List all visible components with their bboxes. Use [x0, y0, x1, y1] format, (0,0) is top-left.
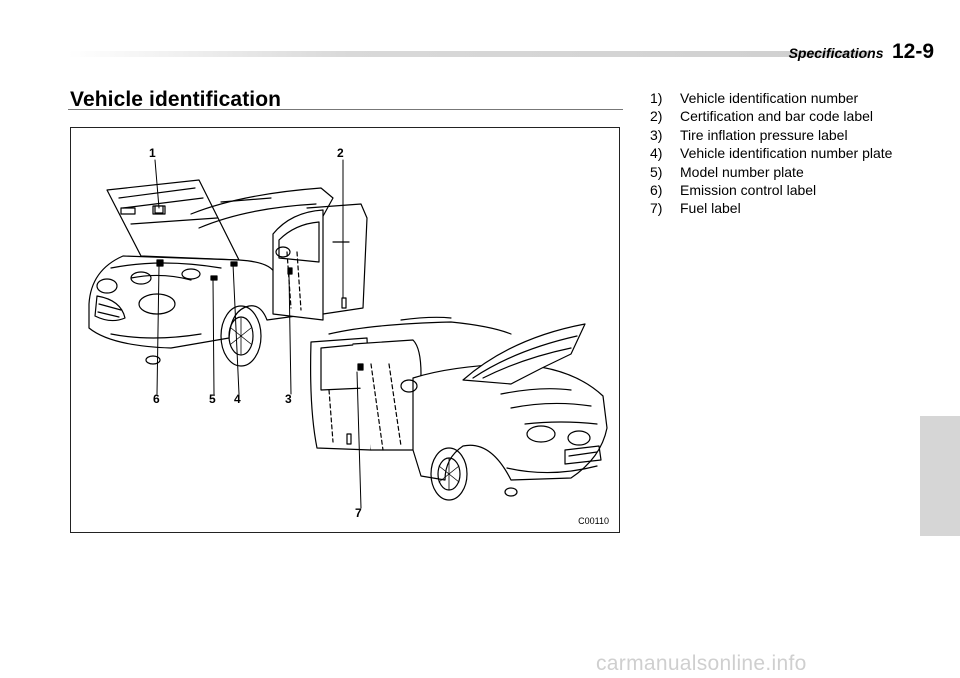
callout-5: 5 [209, 392, 216, 406]
header-rule [68, 51, 868, 57]
legend-item: 2) Certification and bar code label [650, 107, 892, 125]
legend-item: 1) Vehicle identification number [650, 89, 892, 107]
legend-number: 1) [650, 90, 663, 106]
legend-text: Fuel label [680, 200, 741, 217]
callout-1: 1 [149, 146, 156, 160]
legend-number: 2) [650, 108, 663, 125]
page-number: 12-9 [891, 40, 934, 63]
title-underline [68, 109, 623, 110]
legend-number: 6) [650, 182, 663, 199]
legend-text: Vehicle identification number [680, 90, 859, 106]
legend-text: Model number plate [680, 163, 804, 180]
vehicle-illustration [88, 159, 608, 509]
legend-number: 7) [650, 200, 663, 217]
callout-6: 6 [153, 392, 160, 406]
callout-3: 3 [285, 392, 292, 406]
legend-item: 4) Vehicle identification number plate [650, 144, 892, 162]
callout-4: 4 [234, 392, 241, 406]
callout-leaders [154, 159, 362, 509]
legend-number: 3) [650, 126, 663, 143]
legend-item: 3) Tire inflation pressure label [650, 126, 892, 144]
legend-item: 6) Emission control label [650, 181, 892, 199]
chapter-thumb-tab [920, 416, 960, 536]
watermark: carmanualsonline.info [596, 652, 807, 675]
legend-text: Vehicle identification number plate [680, 145, 893, 162]
figure-code: C00110 [578, 516, 609, 526]
legend-text: Emission control label [680, 182, 817, 199]
callout-7: 7 [355, 506, 362, 520]
legend-text: Tire inflation pressure label [680, 126, 848, 143]
legend-list: 1) Vehicle identification number 2) Certif… [650, 89, 892, 218]
page-title: Vehicle identification [70, 88, 282, 111]
legend-item: 5) Model number plate [650, 163, 892, 181]
legend-number: 5) [650, 163, 663, 180]
section-name: Specifications [788, 45, 884, 61]
legend-item: 7) Fuel label [650, 199, 892, 217]
car-rear-view [310, 316, 608, 501]
page-header: Specifications 12-9 [789, 40, 934, 64]
car-front-view [88, 179, 368, 367]
callout-2: 2 [337, 146, 344, 160]
legend-text: Certification and bar code label [680, 108, 874, 125]
vehicle-diagram: 1 2 3 4 5 6 7 C00110 [70, 127, 620, 533]
legend-number: 4) [650, 145, 663, 162]
